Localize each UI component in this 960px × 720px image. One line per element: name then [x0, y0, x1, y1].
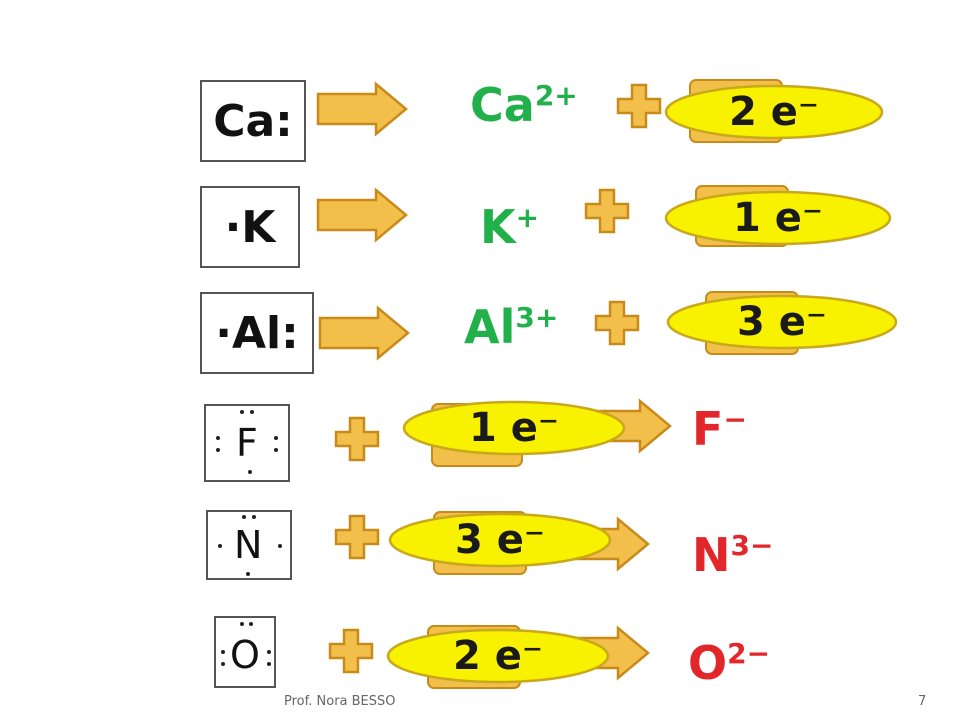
electron-ellipse — [388, 512, 612, 568]
plus-icon — [334, 416, 380, 462]
electron-label-wrap: 1 e⁻ — [666, 192, 890, 244]
right-arrow-icon — [316, 188, 408, 242]
electron-ellipse — [666, 294, 898, 350]
lewis-symbol-o: O — [230, 633, 260, 677]
electron-label: 2 e⁻ — [729, 89, 819, 135]
lewis-box-n: N — [206, 510, 292, 580]
ion-base: F — [692, 402, 724, 456]
atom-box-al: ·Al: — [200, 292, 314, 374]
anion-n: N3− — [692, 529, 774, 579]
plus-icon — [328, 628, 374, 674]
electron-label-wrap: 3 e⁻ — [668, 296, 896, 348]
anion-f: F− — [692, 403, 747, 453]
anion-o: O2− — [688, 637, 771, 687]
electron-label: 1 e⁻ — [733, 195, 823, 241]
ion-charge: + — [515, 201, 540, 234]
atom-symbol: ·K — [224, 201, 276, 253]
atom-box-k: ·K — [200, 186, 300, 268]
ion-base: K — [480, 200, 516, 254]
footer-author: Prof. Nora BESSO — [284, 694, 396, 709]
ion-base: N — [692, 528, 731, 582]
electron-ellipse — [402, 400, 626, 456]
atom-symbol: Ca: — [213, 95, 293, 147]
ion-base: Ca — [470, 78, 535, 132]
electron-label: 3 e⁻ — [737, 299, 827, 345]
electron-label: 2 e⁻ — [453, 633, 543, 679]
electron-label-wrap: 1 e⁻ — [404, 402, 624, 454]
ion-charge: 2+ — [534, 79, 578, 112]
ion-charge: 3− — [730, 529, 774, 562]
ion-base: Al — [464, 300, 516, 354]
ion-charge: − — [723, 403, 747, 436]
electron-label-wrap: 3 e⁻ — [390, 514, 610, 566]
ion-charge: 2− — [727, 637, 771, 670]
right-arrow-icon — [318, 306, 410, 360]
plus-icon — [594, 300, 640, 346]
plus-icon — [616, 83, 662, 129]
lewis-box-o: O — [214, 616, 276, 688]
ion-charge: 3+ — [515, 301, 559, 334]
plus-icon — [584, 188, 630, 234]
right-arrow-icon — [316, 82, 408, 136]
atom-symbol: ·Al: — [215, 307, 299, 359]
electron-ellipse — [664, 84, 884, 140]
cation-k: K+ — [480, 201, 540, 251]
page-number: 7 — [918, 694, 927, 709]
electron-ellipse — [664, 190, 892, 246]
cation-al: Al3+ — [464, 301, 559, 351]
lewis-symbol-f: F — [236, 421, 258, 465]
plus-icon — [334, 514, 380, 560]
electron-label-wrap: 2 e⁻ — [666, 86, 882, 138]
electron-label: 1 e⁻ — [469, 405, 559, 451]
electron-label: 3 e⁻ — [455, 517, 545, 563]
ion-base: O — [688, 636, 728, 690]
electron-label-wrap: 2 e⁻ — [388, 630, 608, 682]
lewis-box-f: F — [204, 404, 290, 482]
atom-box-ca: Ca: — [200, 80, 306, 162]
cation-ca: Ca2+ — [470, 79, 578, 129]
electron-ellipse — [386, 628, 610, 684]
lewis-symbol-n: N — [234, 523, 263, 567]
